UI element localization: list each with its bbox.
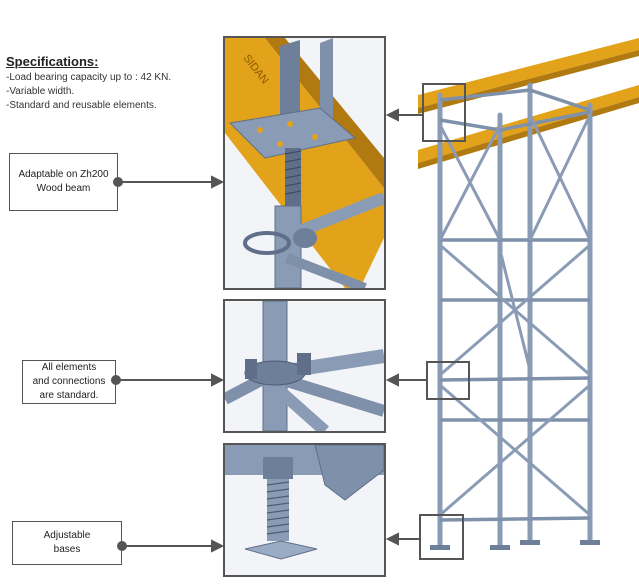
detail-panel-beam-head: SIDAN bbox=[223, 36, 386, 290]
callout-bases-text: Adjustable bases bbox=[43, 530, 91, 555]
tower-highlight-base bbox=[419, 514, 464, 560]
specifications-block: Specifications: -Load bearing capacity u… bbox=[6, 54, 216, 113]
tower-diagonals bbox=[438, 114, 592, 517]
detail-panel-connection bbox=[223, 299, 386, 433]
tower-horizontals bbox=[439, 88, 591, 522]
callout-standard-elements: All elements and connections are standar… bbox=[22, 360, 116, 404]
spec-line-load: -Load bearing capacity up to : 42 KN. bbox=[6, 72, 172, 83]
callout-arrows bbox=[111, 175, 225, 553]
tower-highlight-top bbox=[422, 83, 466, 142]
connection-illustration bbox=[225, 301, 384, 431]
callout-wood-beam: Adaptable on Zh200 Wood beam bbox=[9, 153, 118, 211]
spec-line-reusable: -Standard and reusable elements. bbox=[6, 100, 157, 111]
callout-standard-text: All elements and connections are standar… bbox=[32, 362, 106, 401]
beam-head-illustration: SIDAN bbox=[225, 38, 384, 288]
detail-panel-base bbox=[223, 443, 386, 577]
tower-arrows bbox=[385, 108, 427, 546]
callout-wood-beam-text: Adaptable on Zh200 Wood beam bbox=[18, 169, 109, 194]
base-illustration bbox=[225, 445, 384, 575]
specifications-title: Specifications: bbox=[6, 54, 99, 69]
callout-adjustable-bases: Adjustable bases bbox=[12, 521, 122, 565]
tower-base-plates bbox=[430, 540, 600, 550]
spec-line-width: -Variable width. bbox=[6, 86, 75, 97]
